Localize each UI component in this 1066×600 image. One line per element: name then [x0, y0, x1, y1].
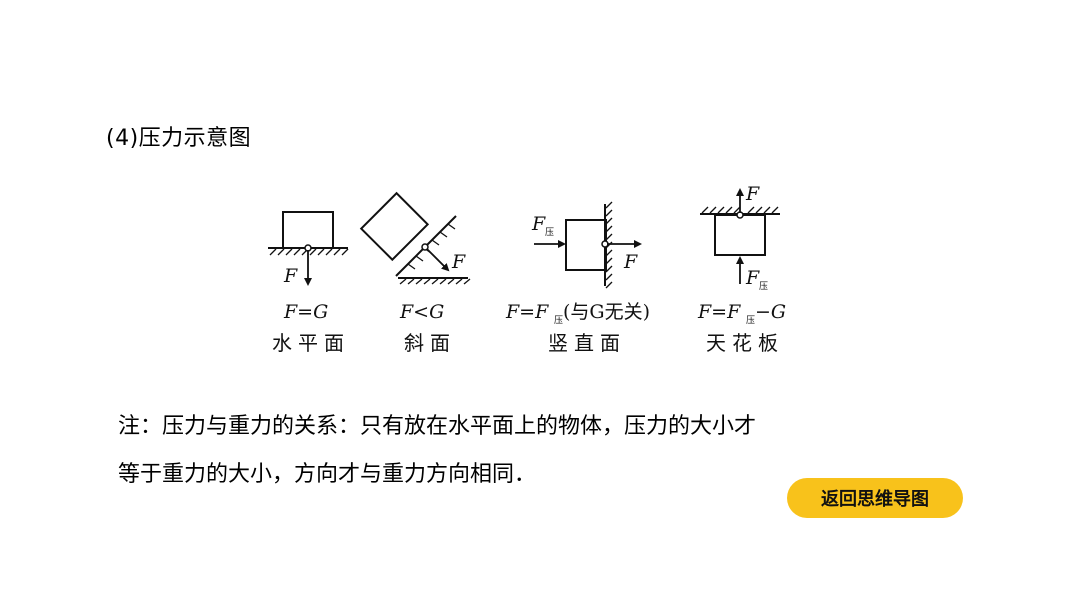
note-line-2: 等于重力的大小，方向才与重力方向相同．: [118, 462, 537, 487]
force-label: F: [283, 265, 298, 287]
formula-ceiling-sub: 压: [746, 315, 755, 326]
caption-vertical: 竖直面: [548, 331, 626, 355]
formula-ceiling-tail: −G: [755, 301, 786, 323]
panel-vertical: F 压 F F=F 压 (与G无关) 竖直面: [505, 201, 650, 355]
panel-horizontal: F F=G 水平面: [268, 211, 350, 355]
page-title: (4)压力示意图: [106, 126, 252, 151]
caption-horizontal: 水平面: [272, 331, 350, 355]
back-to-mindmap-button[interactable]: 返回思维导图: [787, 478, 963, 518]
panel-ceiling: F F 压 F=F 压 −G 天花板: [697, 183, 786, 355]
caption-ceiling: 天花板: [706, 331, 784, 355]
force-label: F: [745, 183, 760, 205]
press-force-sub: 压: [759, 281, 768, 292]
formula-incline: F<G: [399, 301, 444, 323]
formula-vertical-sub: 压: [554, 315, 563, 326]
formula-horizontal: F=G: [283, 301, 328, 323]
press-force-sub: 压: [545, 227, 554, 238]
press-force-label: F: [745, 267, 760, 289]
panel-incline: F F<G 斜面: [359, 191, 471, 355]
formula-vertical-main: F=F: [505, 301, 549, 323]
formula-ceiling-main: F=F: [697, 301, 741, 323]
formula-vertical-tail: (与G无关): [563, 301, 650, 323]
press-force-label: F: [531, 213, 546, 235]
caption-incline: 斜面: [404, 331, 456, 355]
note-line-1: 注：压力与重力的关系：只有放在水平面上的物体，压力的大小才: [118, 414, 757, 439]
force-label: F: [451, 251, 466, 273]
force-label: F: [623, 251, 638, 273]
note-text: 注：压力与重力的关系：只有放在水平面上的物体，压力的大小才 等于重力的大小，方向…: [118, 403, 938, 499]
pressure-diagram: F F=G 水平面 F: [258, 180, 798, 360]
